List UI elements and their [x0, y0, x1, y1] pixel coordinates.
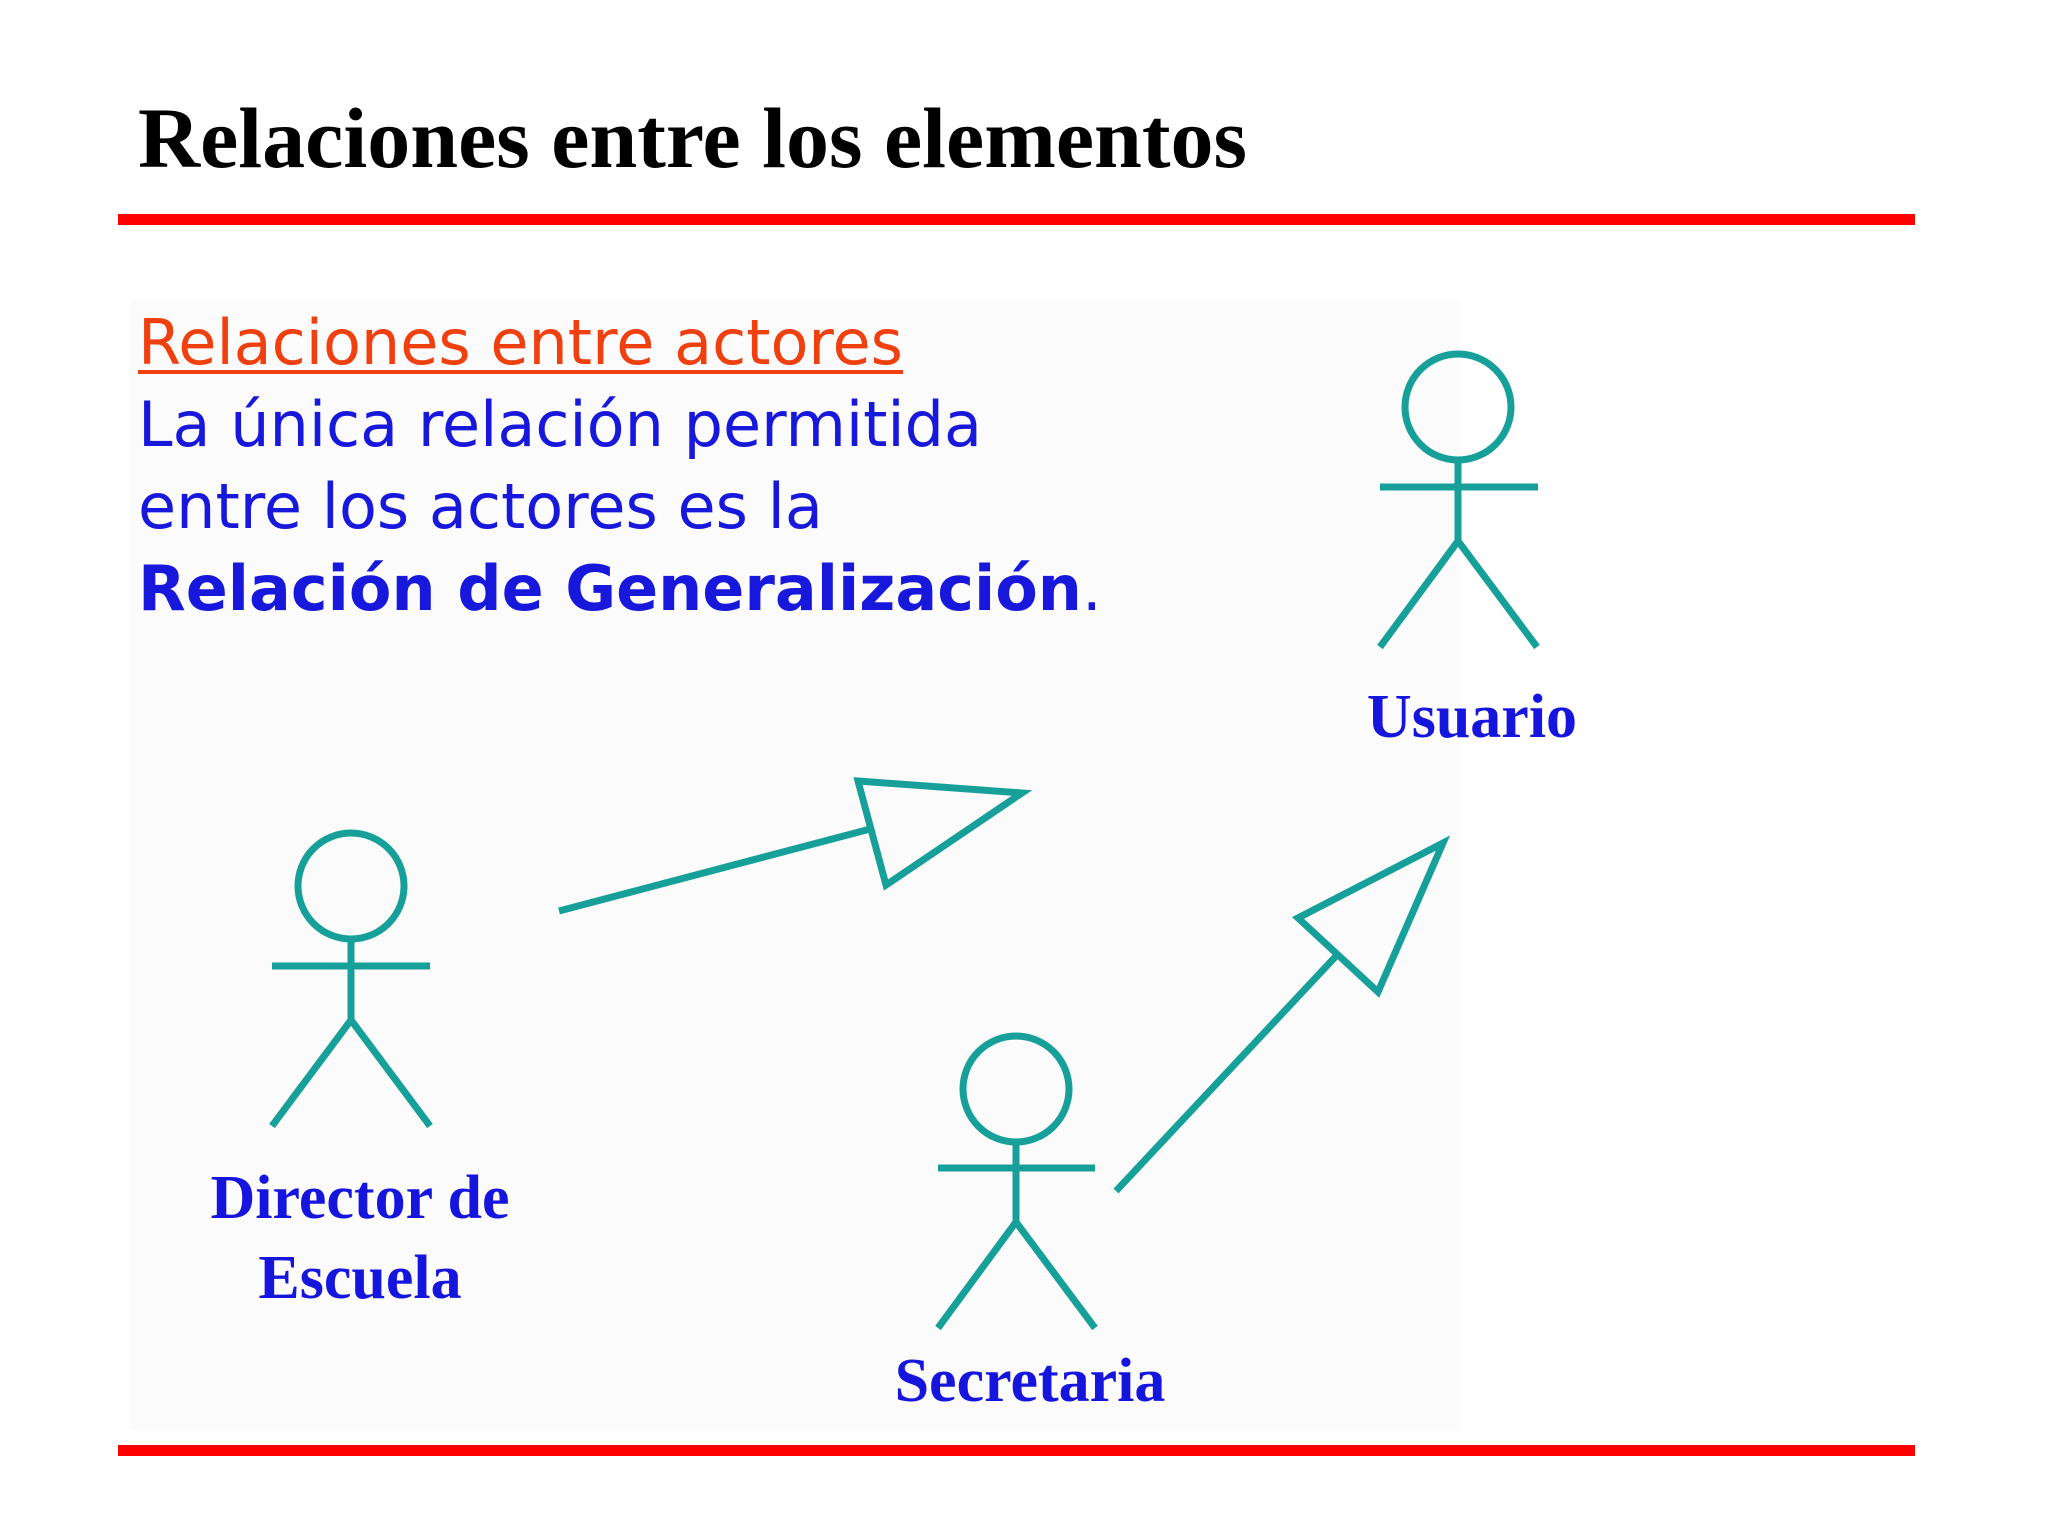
- description-line-3: Relación de Generalización.: [138, 548, 1102, 630]
- sentence-period: .: [1081, 552, 1102, 625]
- secretaria-actor-icon: [935, 1032, 1098, 1331]
- page-title: Relaciones entre los elementos: [138, 90, 1247, 186]
- generalization-term: Relación de Generalización: [138, 552, 1082, 625]
- director-label: Director de Escuela: [170, 1158, 550, 1318]
- director-label-line-1: Director de: [210, 1164, 510, 1232]
- director-label-line-2: Escuela: [258, 1244, 462, 1312]
- director-actor-icon: [269, 829, 433, 1129]
- description-line-2: entre los actores es la: [138, 470, 823, 543]
- generalization-arrow-secretaria: [1113, 835, 1451, 1194]
- generalization-arrow-director: [558, 777, 1033, 915]
- description-block: Relaciones entre actores La única relaci…: [138, 302, 1102, 630]
- section-subheading: Relaciones entre actores: [138, 306, 903, 379]
- description-line-1: La única relación permitida: [138, 388, 982, 461]
- top-divider: [118, 214, 1915, 225]
- secretaria-label: Secretaria: [894, 1347, 1166, 1415]
- content-panel: [130, 300, 1460, 1430]
- bottom-divider: [118, 1445, 1915, 1456]
- usuario-actor-icon: [1377, 350, 1540, 650]
- usuario-label: Usuario: [1366, 683, 1578, 751]
